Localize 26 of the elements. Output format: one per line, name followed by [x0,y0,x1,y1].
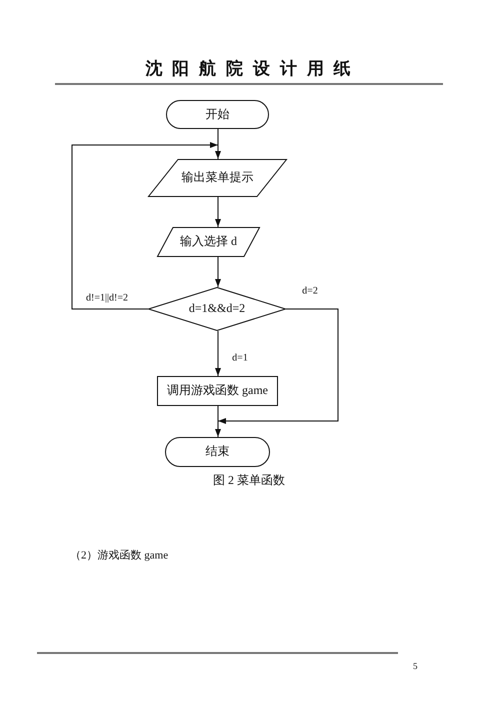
edge-label: d!=1||d!=2 [86,292,128,304]
node-label: 结束 [206,445,230,459]
node-label: 开始 [206,108,230,122]
process-box [157,376,278,406]
input-parallelogram [157,227,260,257]
node-label: d=1&&d=2 [188,302,246,316]
arrow [215,256,221,288]
end-terminal [165,437,270,467]
page-number: 5 [413,660,418,672]
arrow [215,196,221,228]
section-heading: （2）游戏函数 game [70,550,168,562]
arrow [72,142,218,310]
node-label: 输入选择 d [180,235,237,249]
start-terminal [166,100,269,129]
decision-diamond [148,287,286,331]
arrow [215,128,221,160]
figure-caption: 图 2 菜单函数 [213,474,285,488]
edge-label: d=1 [232,352,248,364]
node-label: 调用游戏函数 game [167,384,268,398]
arrow [215,330,221,376]
edge-label: d=2 [302,285,318,297]
arrow [218,308,338,424]
node-label: 输出菜单提示 [182,171,254,185]
output-parallelogram [148,159,287,197]
page-header-title: 沈 阳 航 院 设 计 用 纸 [145,60,353,80]
arrow [215,406,221,438]
